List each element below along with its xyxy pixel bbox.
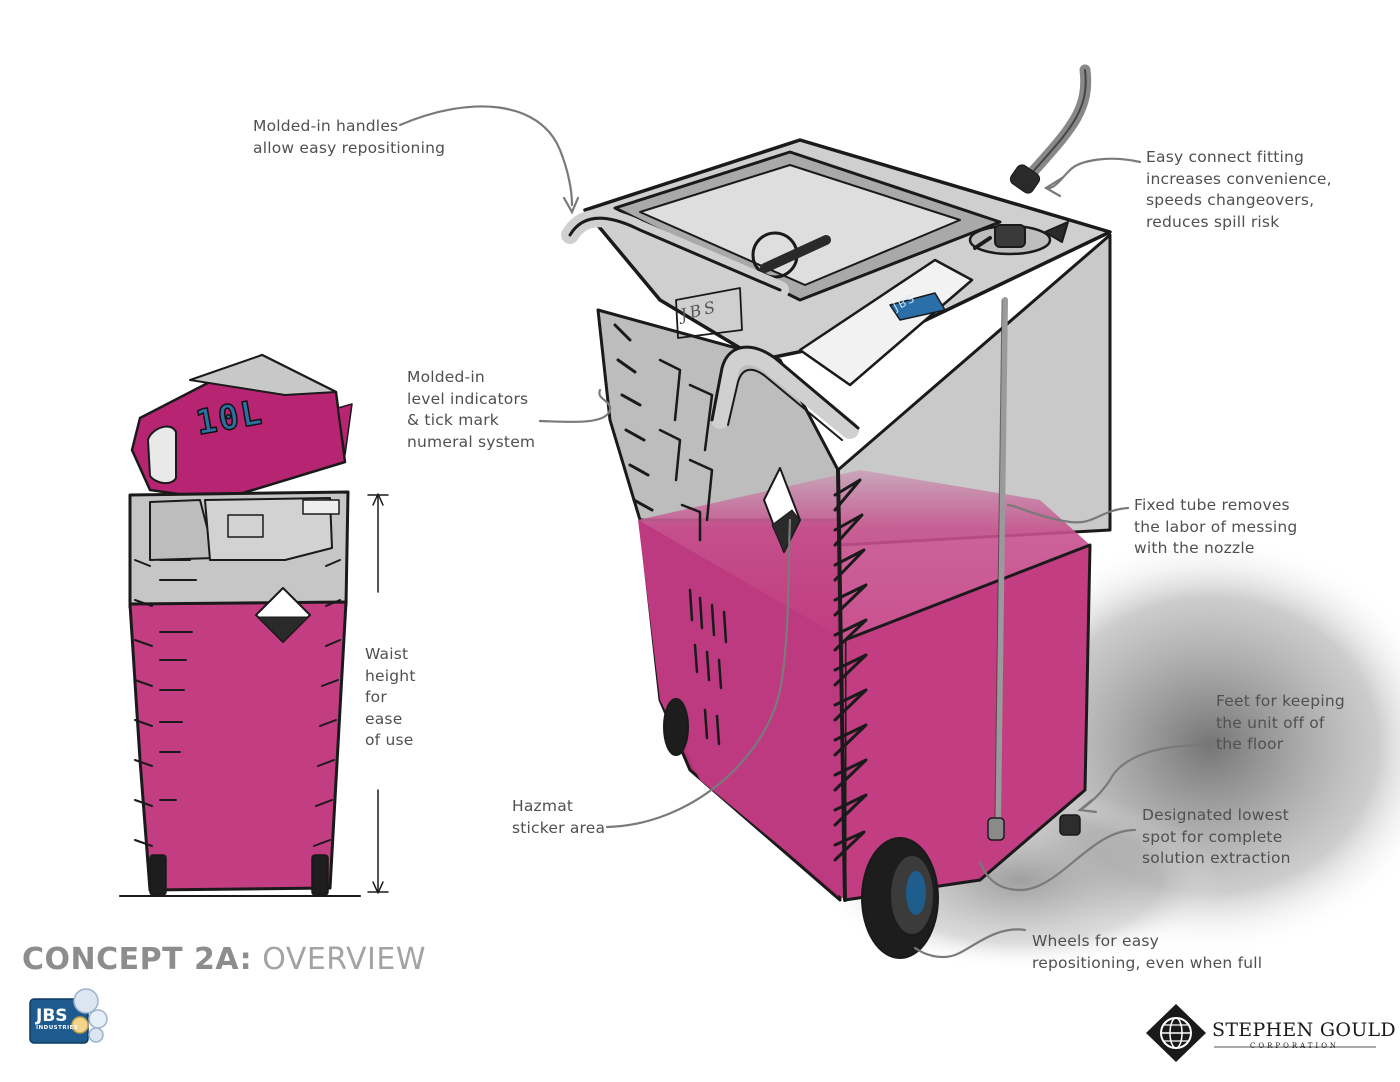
callout-hazmat: Hazmat sticker area (512, 796, 605, 839)
title-overview: OVERVIEW (262, 942, 426, 977)
cart-fluid-surface (638, 470, 1090, 640)
stephen-gould-name: STEPHEN GOULD (1212, 1019, 1396, 1041)
leader-tube (1006, 503, 1130, 524)
cart-label-panel (798, 258, 974, 387)
callout-line: Fixed tube removes (1134, 496, 1290, 514)
jbs-logo-sub: INDUSTRIES (36, 1025, 79, 1031)
cart-rear-wheel (663, 698, 689, 756)
main-cart-drawing (561, 64, 1112, 959)
stephen-gould-logo (1146, 1004, 1376, 1062)
globe-diamond-icon (1146, 1004, 1206, 1062)
callout-line: the unit off of (1216, 713, 1325, 732)
callout-line: of use (365, 731, 414, 749)
leader-level (538, 388, 612, 423)
callout-line: numeral system (407, 432, 536, 451)
callout-feet: Feet for keeping the unit off of the flo… (1216, 691, 1345, 756)
callout-line: Hazmat (512, 797, 574, 815)
callout-line: the floor (1216, 735, 1284, 753)
side-hazmat-diamond (255, 587, 311, 643)
callout-fitting: Easy connect fitting increases convenien… (1146, 147, 1332, 233)
side-body-fluid (128, 600, 348, 892)
callout-line: with the nozzle (1134, 539, 1255, 557)
bubble-icon (88, 1009, 108, 1029)
callout-waist: Waist height for ease of use (365, 644, 416, 752)
cart-handle-front (711, 347, 859, 439)
callout-tube: Fixed tube removes the labor of messing … (1134, 495, 1297, 560)
cart-side-ribs (658, 358, 728, 746)
bubble-icon (71, 1016, 89, 1034)
callout-line: reduces spill risk (1146, 212, 1280, 231)
jbs-industries-logo (29, 988, 108, 1044)
callout-line: & tick mark (407, 411, 499, 429)
jug-10l (130, 353, 353, 502)
callout-line: speeds changeovers, (1146, 191, 1315, 209)
callout-leaders (398, 105, 1207, 959)
leader-handles (398, 105, 574, 207)
callout-line: increases convenience, (1146, 169, 1332, 188)
callout-line: Waist (365, 645, 409, 663)
callout-line: Molded-in (407, 368, 485, 386)
cart-fixed-tube (995, 297, 1008, 823)
bubble-icon (88, 1027, 104, 1043)
title-concept: CONCEPT 2A: (22, 942, 253, 977)
leader-wheels (913, 928, 1027, 959)
callout-line: ease (365, 709, 403, 728)
callout-line: sticker area (512, 818, 606, 837)
cart-level-ticks (833, 478, 868, 862)
callout-line: Designated lowest (1142, 806, 1289, 824)
callout-line: spot for complete (1142, 827, 1283, 846)
cart-fitting (968, 221, 1069, 256)
callout-line: solution extraction (1142, 849, 1291, 867)
callout-line: height (365, 666, 416, 685)
callout-level: Molded-in level indicators & tick mark n… (407, 367, 535, 453)
cart-hose (1024, 64, 1092, 181)
cart-hazmat-diamond (763, 467, 801, 553)
leader-fitting (1046, 157, 1142, 190)
bubble-icon (73, 988, 99, 1014)
callout-line: Feet for keeping (1216, 692, 1345, 710)
callout-line: repositioning, even when full (1032, 953, 1263, 972)
callout-line: allow easy repositioning (253, 138, 446, 157)
callout-line: Wheels for easy (1032, 932, 1160, 950)
cart-foot (1059, 814, 1081, 836)
callout-wheels: Wheels for easy repositioning, even when… (1032, 931, 1262, 974)
side-level-ticks (134, 559, 341, 847)
callout-line: for (365, 688, 387, 706)
callout-line: Easy connect fitting (1146, 148, 1305, 166)
side-view-drawing (119, 353, 389, 897)
page-title: CONCEPT 2A: OVERVIEW (22, 942, 426, 977)
callout-line: Molded-in handles (253, 117, 399, 135)
callout-line: the labor of messing (1134, 517, 1298, 536)
cart-screen (889, 292, 946, 321)
leader-lowest (978, 828, 1137, 892)
callout-lowest: Designated lowest spot for complete solu… (1142, 805, 1291, 870)
callout-handles: Molded-in handles allow easy repositioni… (253, 116, 445, 159)
stephen-gould-sub: CORPORATION (1250, 1042, 1340, 1050)
jbs-logo-name: JBS (36, 1006, 68, 1026)
waist-height-dimension (367, 493, 389, 894)
cart-front-wheel (861, 837, 939, 959)
leader-hazmat (605, 518, 792, 829)
callout-line: level indicators (407, 389, 529, 408)
